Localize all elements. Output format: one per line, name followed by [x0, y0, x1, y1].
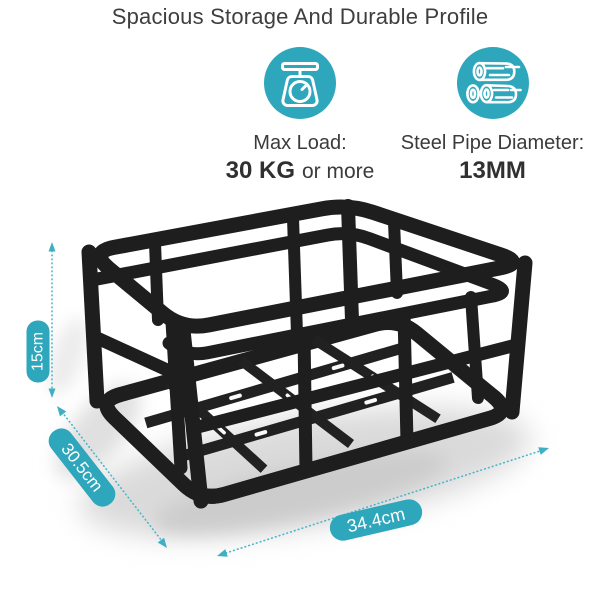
dimension-label-height: 15cm: [26, 320, 50, 383]
page-title: Spacious Storage And Durable Profile: [111, 4, 489, 29]
arrowhead-down-right: [157, 537, 167, 548]
front-wall-tubes: [165, 307, 414, 477]
feature-label: Steel Pipe Diameter:: [400, 132, 585, 154]
corner-posts: [81, 244, 533, 509]
arrowhead-up-left: [57, 406, 67, 417]
feature-value-row: 30 KG or more: [226, 157, 375, 185]
feature-pipe-diameter: Steel Pipe Diameter: 13MM: [385, 46, 600, 185]
arrowhead-right: [538, 447, 549, 455]
logs-icon: [456, 46, 530, 120]
feature-label: Max Load:: [253, 132, 347, 154]
scale-icon: [263, 46, 337, 120]
arrowhead-left: [217, 549, 228, 557]
feature-max-load: Max Load: 30 KG or more: [185, 46, 415, 185]
arrowhead-down: [48, 388, 56, 398]
feature-value-row: 13MM: [459, 157, 526, 185]
dimension-line-width: [217, 447, 549, 557]
dimension-line-depth: [57, 406, 167, 548]
feature-value: 13MM: [459, 157, 526, 184]
dimension-line-height: [48, 242, 56, 398]
feature-suffix: or more: [302, 160, 375, 183]
top-rim: [92, 199, 520, 334]
arrowhead-up: [48, 242, 56, 252]
feature-value: 30 KG: [225, 157, 295, 184]
